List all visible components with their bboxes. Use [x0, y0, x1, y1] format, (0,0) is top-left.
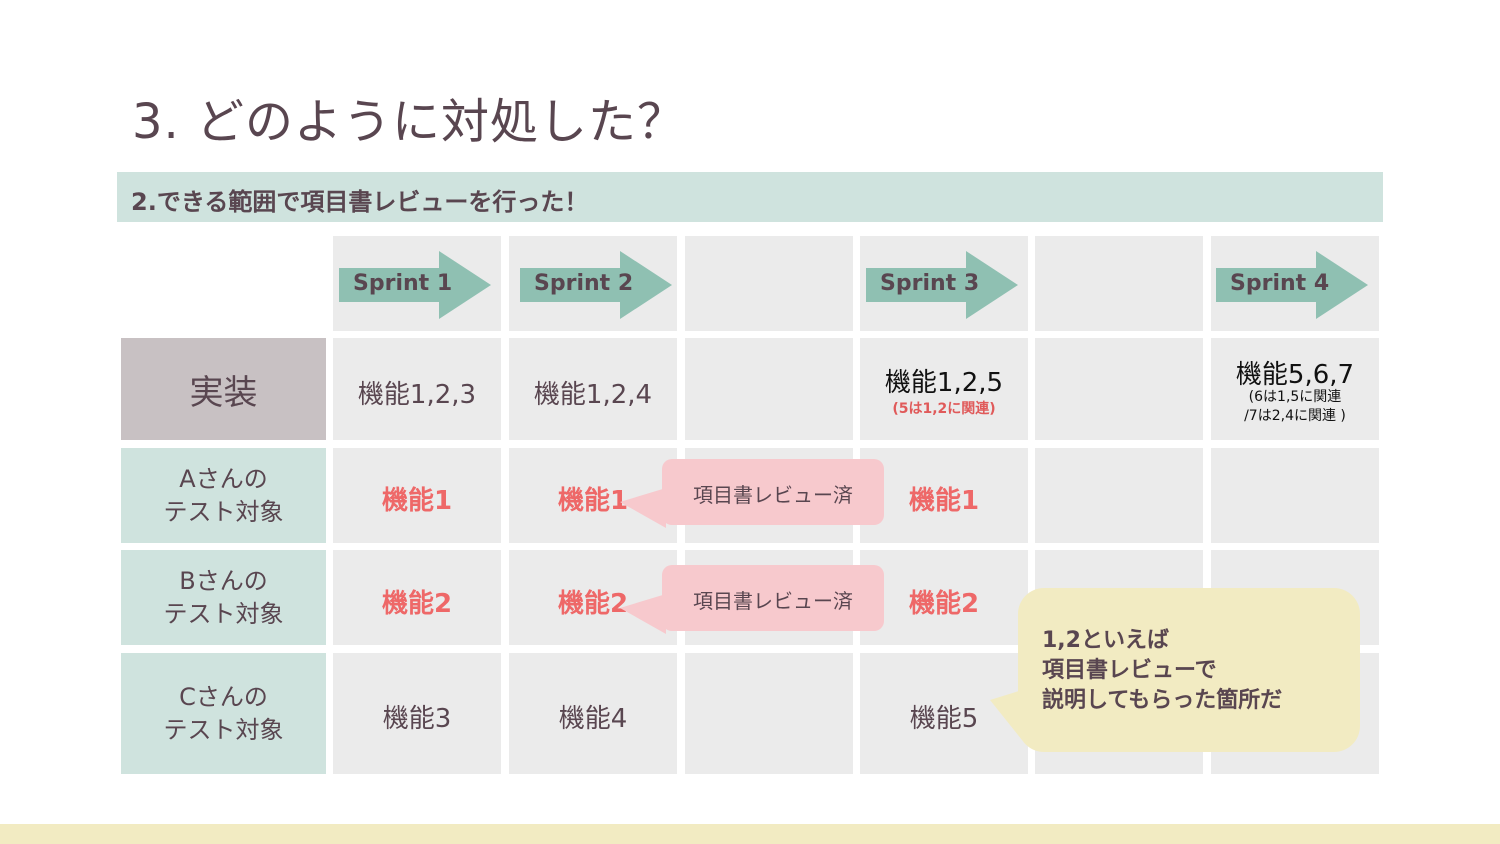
a-sprint2-feature: 機能1 [557, 486, 629, 516]
sprint-3-arrow: Sprint 3 [866, 251, 1018, 319]
slide-title: 3. どのように対処した？ [132, 94, 687, 150]
explanation-line-1: 1,2といえば [1042, 628, 1169, 653]
impl-sprint4-text: 機能5,6,7 [1235, 360, 1355, 390]
explanation-callout: 1,2といえば 項目書レビューで 説明してもらった箇所だ [1018, 588, 1360, 752]
a-cell-1 [333, 448, 501, 543]
explanation-line-2: 項目書レビューで [1042, 658, 1217, 683]
a-cell-gap-2 [1035, 448, 1203, 543]
row-header-implementation: 実装 [121, 338, 326, 440]
b-sprint1-feature: 機能2 [381, 589, 453, 619]
person-c-header-line1: Cさんの [179, 682, 268, 711]
person-b-header-line2: テスト対象 [163, 599, 284, 628]
impl-cell-1 [333, 338, 501, 440]
footer-band [0, 824, 1500, 844]
person-a-header-line1: Aさんの [179, 464, 268, 493]
a-sprint1-feature: 機能1 [381, 486, 453, 516]
c-sprint2-feature: 機能4 [558, 704, 628, 734]
impl-cell-gap-1 [685, 338, 853, 440]
row-header-person-b: Bさんの テスト対象 [121, 550, 326, 645]
c-cell-2 [509, 653, 677, 774]
c-cell-gap-1 [685, 653, 853, 774]
b-sprint3-feature: 機能2 [908, 589, 980, 619]
person-b-header-line1: Bさんの [179, 566, 268, 595]
sprint-2-label: Sprint 2 [534, 271, 634, 296]
review-done-callout-a: 項目書レビュー済 [662, 459, 884, 525]
subtitle-text: 2.できる範囲で項目書レビューを行った！ [131, 188, 589, 216]
impl-sprint4-note-1: (6は1,5に関連 [1248, 389, 1342, 405]
impl-cell-3 [860, 338, 1028, 440]
explanation-line-3: 説明してもらった箇所だ [1042, 688, 1283, 713]
sprint-4-label: Sprint 4 [1230, 271, 1330, 296]
sprint-2-arrow: Sprint 2 [520, 251, 672, 319]
review-done-callout-b-text: 項目書レビュー済 [693, 589, 853, 613]
c-sprint3-feature: 機能5 [909, 704, 979, 734]
impl-cell-4 [1211, 338, 1379, 440]
impl-sprint4-note-2: /7は2,4に関連 ) [1244, 408, 1346, 424]
subtitle-bar: 2.できる範囲で項目書レビューを行った！ [117, 172, 1383, 222]
impl-cell-2 [509, 338, 677, 440]
sprint-1-label: Sprint 1 [353, 271, 453, 296]
b-sprint2-feature: 機能2 [557, 589, 629, 619]
callout-yellow-tail [990, 690, 1022, 740]
sprint-3-label: Sprint 3 [880, 271, 980, 296]
sprint-cell-gap-1 [685, 236, 853, 331]
impl-cell-gap-2 [1035, 338, 1203, 440]
row-header-person-c: Cさんの テスト対象 [121, 653, 326, 774]
callout-a-tail [620, 488, 666, 528]
sprint-4-arrow: Sprint 4 [1216, 251, 1368, 319]
c-cell-1 [333, 653, 501, 774]
a-cell-3 [860, 448, 1028, 543]
row-header-person-a: Aさんの テスト対象 [121, 448, 326, 543]
sprint-cell-gap-2 [1035, 236, 1203, 331]
a-cell-4 [1211, 448, 1379, 543]
review-done-callout-b: 項目書レビュー済 [662, 565, 884, 631]
impl-sprint1-text: 機能1,2,3 [357, 380, 477, 410]
sprint-1-arrow: Sprint 1 [339, 251, 491, 319]
c-sprint1-feature: 機能3 [382, 704, 452, 734]
callout-b-tail [620, 594, 666, 634]
impl-sprint2-text: 機能1,2,4 [533, 380, 653, 410]
person-a-header-line2: テスト対象 [163, 497, 284, 526]
impl-sprint3-text: 機能1,2,5 [884, 368, 1004, 398]
b-cell-1 [333, 550, 501, 645]
review-done-callout-a-text: 項目書レビュー済 [693, 483, 853, 507]
a-sprint3-feature: 機能1 [908, 486, 980, 516]
impl-sprint3-note: (5は1,2に関連) [892, 401, 996, 417]
person-c-header-line2: テスト対象 [163, 715, 284, 744]
b-cell-3 [860, 550, 1028, 645]
